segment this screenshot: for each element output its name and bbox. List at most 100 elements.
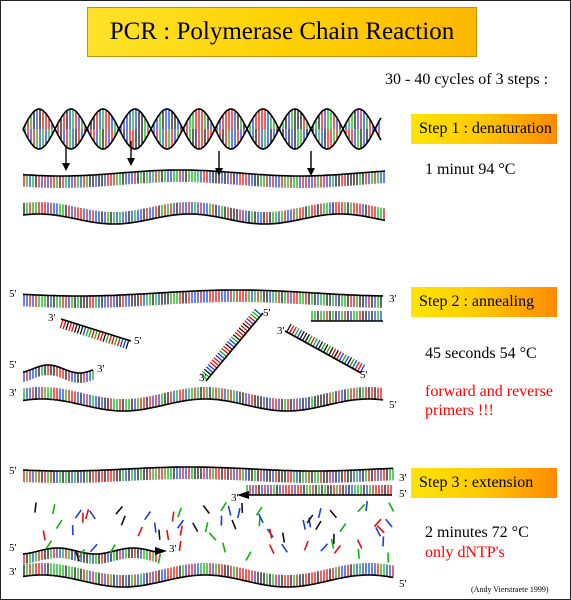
free-nucleotide xyxy=(75,551,80,562)
free-nucleotide xyxy=(192,522,199,533)
dntp-note: only dNTP's xyxy=(425,544,505,561)
base-pair-tick xyxy=(122,339,127,349)
base-pair-tick xyxy=(125,340,130,350)
dna-strand xyxy=(22,398,384,412)
strand-label-3prime: 3' xyxy=(9,387,17,399)
helix-backbone xyxy=(22,108,382,150)
primer-strand xyxy=(284,330,362,374)
base-pair-tick xyxy=(336,351,342,360)
free-nucleotide xyxy=(166,530,170,541)
strand-label-3prime: 3' xyxy=(389,293,397,305)
strand-label-5prime: 5' xyxy=(134,335,142,347)
base-pair-tick xyxy=(228,338,237,346)
base-pair-tick xyxy=(221,347,229,355)
step-2-condition: 45 seconds 54 °C xyxy=(425,345,537,362)
free-nucleotide xyxy=(55,519,63,529)
new-strand xyxy=(22,547,156,555)
base-pair-tick xyxy=(232,334,241,341)
base-pair-tick xyxy=(82,326,87,336)
base-pair-tick xyxy=(312,338,318,347)
base-pair-tick xyxy=(304,333,311,343)
base-pair-tick xyxy=(244,320,253,328)
base-pair-tick xyxy=(219,350,227,357)
free-nucleotide xyxy=(303,540,309,551)
free-nucleotide xyxy=(179,525,183,536)
free-nucleotide xyxy=(176,519,185,529)
strand-label-3prime: 3' xyxy=(399,472,407,484)
base-pair-tick xyxy=(71,323,75,332)
base-pair-tick xyxy=(338,352,345,362)
free-nucleotide xyxy=(227,505,232,516)
free-nucleotide xyxy=(220,501,228,512)
free-nucleotide xyxy=(268,528,273,539)
step-3-condition: 2 minutes 72 °C xyxy=(425,524,529,541)
base-pair-tick xyxy=(96,331,101,341)
base-pair-tick xyxy=(199,373,208,380)
free-nucleotide xyxy=(202,505,210,514)
base-pair-tick xyxy=(309,336,316,346)
strand-label-5prime: 5' xyxy=(9,359,17,371)
base-pair-tick xyxy=(294,328,300,337)
free-nucleotide xyxy=(153,522,157,533)
extension-arrow-icon xyxy=(155,547,167,555)
free-nucleotide xyxy=(333,544,342,554)
free-nucleotide xyxy=(204,522,209,533)
step-1-condition: 1 minut 94 °C xyxy=(425,161,516,178)
base-pair-tick xyxy=(209,361,218,369)
base-pair-tick xyxy=(236,329,245,337)
strand-label-3prime: 3' xyxy=(231,492,239,504)
free-nucleotide xyxy=(302,519,307,530)
free-nucleotide xyxy=(84,509,90,520)
base-pair-tick xyxy=(62,320,67,330)
free-nucleotide xyxy=(357,548,360,559)
free-nucleotide xyxy=(281,532,286,543)
base-pair-tick xyxy=(99,331,104,341)
base-pair-tick xyxy=(76,324,81,334)
free-nucleotide xyxy=(120,515,126,526)
base-pair-tick xyxy=(225,343,233,351)
dna-strand xyxy=(22,574,394,588)
base-pair-tick xyxy=(359,364,366,373)
base-pair-tick xyxy=(242,322,251,330)
strand-label-3prime: 3' xyxy=(199,372,207,384)
extension-arrow-icon xyxy=(237,491,249,499)
base-pair-tick xyxy=(223,345,231,353)
base-pair-tick xyxy=(301,332,308,341)
base-pair-tick xyxy=(346,357,353,366)
base-pair-tick xyxy=(307,335,313,344)
base-pair-tick xyxy=(226,340,235,348)
free-nucleotide xyxy=(365,501,369,512)
base-pair-tick xyxy=(102,332,107,342)
base-pair-tick xyxy=(65,321,70,331)
free-nucleotide xyxy=(158,529,161,540)
free-nucleotide xyxy=(157,553,162,564)
free-nucleotide xyxy=(51,504,56,515)
free-nucleotide xyxy=(42,530,46,541)
dna-strand xyxy=(22,169,386,177)
free-nucleotide xyxy=(237,508,241,519)
free-nucleotide xyxy=(78,548,86,558)
step-1-label: Step 1 : denaturation xyxy=(411,114,557,144)
strand-label-5prime: 5' xyxy=(263,307,271,319)
step-3-label: Step 3 : extension xyxy=(411,468,557,498)
free-nucleotide xyxy=(257,513,264,524)
free-nucleotide xyxy=(89,543,98,553)
base-pair-tick xyxy=(111,335,116,345)
base-pair-tick xyxy=(230,336,239,344)
base-pair-tick xyxy=(203,368,212,376)
base-pair-tick xyxy=(91,329,96,339)
base-pair-tick xyxy=(207,363,216,371)
free-nucleotide xyxy=(88,510,96,520)
down-arrow-icon xyxy=(62,163,70,171)
free-nucleotide xyxy=(388,502,395,512)
base-pair-tick xyxy=(238,327,247,334)
dna-strand xyxy=(22,213,386,225)
free-nucleotide xyxy=(306,514,314,524)
free-nucleotide xyxy=(317,508,322,519)
base-pair-tick xyxy=(296,329,303,339)
free-nucleotide xyxy=(255,506,263,516)
free-nucleotide xyxy=(177,507,183,518)
base-pair-tick xyxy=(59,319,64,329)
base-pair-tick xyxy=(341,354,347,363)
